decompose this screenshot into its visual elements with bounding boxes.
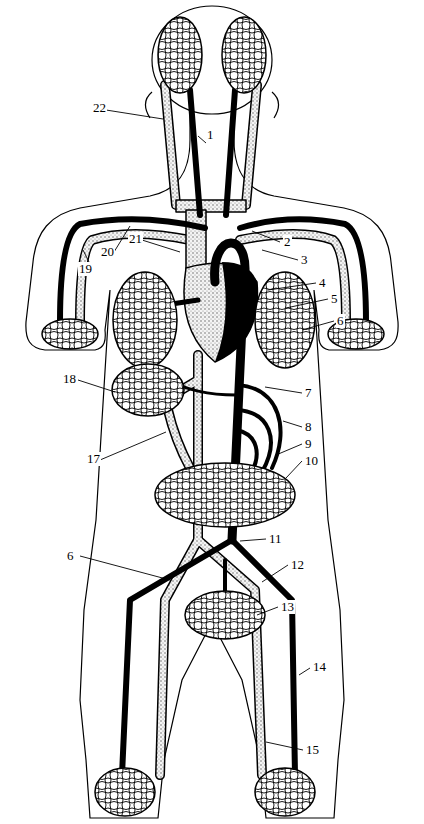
callout-number: 14 <box>312 660 327 674</box>
callout-number: 7 <box>304 386 313 400</box>
capillary-networks <box>42 17 384 816</box>
callout-number: 6 <box>66 549 75 563</box>
callout-number: 6 <box>336 314 345 328</box>
arteries <box>60 90 366 775</box>
callout-number: 20 <box>100 245 115 259</box>
callout-number: 13 <box>280 600 295 614</box>
callout-number: 5 <box>330 292 339 306</box>
leader-lines <box>78 110 334 750</box>
callout-number: 17 <box>86 452 101 466</box>
callout-number: 18 <box>62 372 77 386</box>
body-outline <box>26 6 398 818</box>
callout-number: 11 <box>268 532 283 546</box>
callout-number: 12 <box>290 558 305 572</box>
callout-number: 19 <box>78 262 93 276</box>
callout-number: 8 <box>304 420 313 434</box>
callout-number: 9 <box>304 437 313 451</box>
callout-number: 22 <box>92 101 107 115</box>
callout-number: 2 <box>283 235 292 249</box>
callout-number: 4 <box>318 276 327 290</box>
callout-number: 10 <box>304 454 319 468</box>
callout-number: 1 <box>206 128 215 142</box>
callout-number: 15 <box>305 743 320 757</box>
veins <box>80 85 346 775</box>
callout-number: 3 <box>300 253 309 267</box>
callout-number: 21 <box>128 232 143 246</box>
